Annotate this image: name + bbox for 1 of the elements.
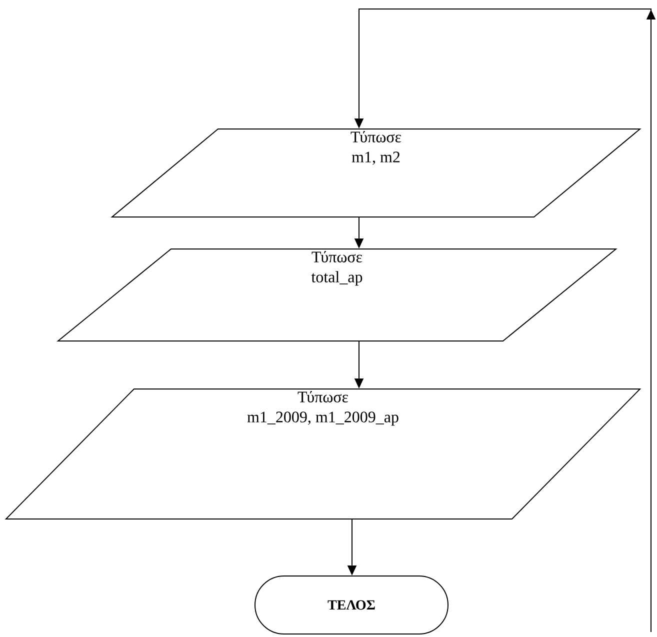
terminal-box: ΤΕΛΟΣ — [254, 575, 448, 634]
